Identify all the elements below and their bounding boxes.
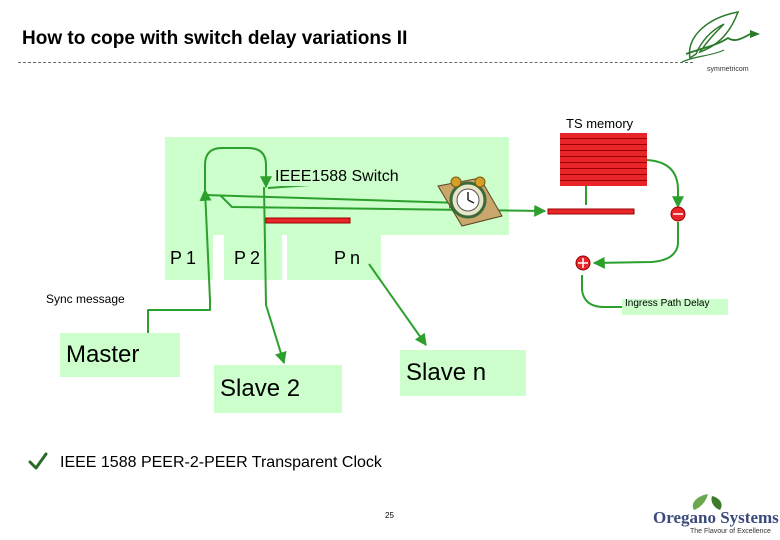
master-node: Master — [60, 333, 180, 377]
symmetricom-logo-text: symmetricom — [707, 66, 749, 73]
port-pn-box — [287, 235, 381, 280]
ts-memory-label: TS memory — [566, 116, 634, 131]
ingress-path-delay-label: Ingress Path Delay — [625, 298, 710, 309]
ingress-label-bg — [622, 299, 728, 315]
switch-residence-bar — [265, 217, 351, 224]
port-pn-label: Pn — [334, 248, 365, 268]
ts-memory-block — [560, 133, 647, 186]
slave-2-node: Slave 2 — [214, 365, 342, 413]
oregano-logo-tagline: The Flavour of Excellence — [690, 528, 771, 535]
port-p2-box — [224, 235, 282, 280]
oregano-logo-name: Oregano Systems — [653, 508, 779, 527]
ts-output-bar — [547, 208, 635, 215]
port-p1-box — [165, 235, 213, 280]
port-p1-label: P1 — [170, 248, 201, 268]
switch-label: IEEE1588 Switch — [274, 168, 400, 186]
page-number: 25 — [385, 511, 394, 520]
checkmark-icon — [28, 452, 48, 470]
alarm-clock-icon — [437, 176, 503, 227]
slave-n-node: Slave n — [400, 350, 526, 396]
symmetricom-logo-icon — [681, 11, 760, 63]
bullet-text: IEEE 1588 PEER-2-PEER Transparent Clock — [60, 454, 382, 471]
slide-title: How to cope with switch delay variations… — [22, 28, 408, 49]
port-p2-label: P2 — [234, 248, 265, 268]
sync-message-label: Sync message — [46, 292, 125, 306]
title-divider — [18, 62, 693, 63]
oregano-leaf-icon — [692, 494, 722, 510]
